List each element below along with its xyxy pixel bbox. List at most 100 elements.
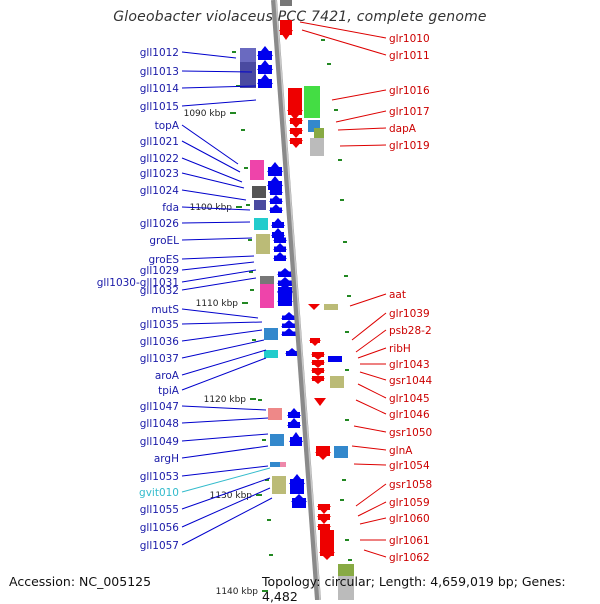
left-gene-label[interactable]: gll1029: [140, 265, 179, 277]
forward-gene-arrow: [267, 176, 283, 186]
right-gene-label[interactable]: aat: [389, 289, 406, 301]
forward-gene-arrow: [273, 252, 287, 259]
forward-gene-arrow: [273, 243, 287, 250]
ruler-label: 1120 kbp: [204, 395, 247, 405]
forward-gene-arrow: [287, 418, 301, 426]
left-gene-label[interactable]: gll1056: [140, 522, 180, 534]
accession-text: Accession: NC_005125: [9, 574, 152, 589]
reverse-gene-block: [316, 446, 330, 456]
cog-block: [280, 462, 286, 467]
reverse-gene-arrow: [315, 452, 331, 460]
reverse-gene-arrow: [314, 398, 326, 406]
left-gene-label[interactable]: gll1057: [140, 540, 179, 552]
left-leader-line: [181, 487, 271, 528]
left-gene-label[interactable]: gll1015: [140, 101, 179, 113]
left-gene-label[interactable]: gll1049: [140, 436, 179, 448]
right-gene-label[interactable]: glr1046: [389, 409, 430, 421]
left-gene-label[interactable]: gll1048: [140, 418, 179, 430]
right-gene-label[interactable]: psb28-2: [389, 325, 432, 337]
cog-block: [268, 408, 282, 420]
forward-gene-arrow: [289, 474, 305, 484]
right-leader-line: [355, 329, 387, 353]
right-gene-label[interactable]: gsr1044: [389, 375, 432, 387]
ruler-label: 1090 kbp: [184, 109, 227, 119]
left-leader-line: [181, 51, 237, 59]
left-leader-line: [181, 85, 257, 89]
reverse-gene-block: [320, 530, 334, 556]
right-leader-line: [351, 312, 387, 341]
right-leader-line: [339, 144, 387, 147]
left-gene-label[interactable]: argH: [154, 453, 179, 465]
right-gene-label[interactable]: glr1039: [389, 308, 430, 320]
right-leader-line: [363, 549, 387, 558]
right-gene-label[interactable]: glnA: [389, 445, 413, 457]
right-gene-label[interactable]: ribH: [389, 343, 411, 355]
cog-block: [256, 234, 270, 254]
left-gene-label[interactable]: aroA: [155, 370, 180, 382]
reverse-gene-arrow: [317, 516, 331, 524]
right-gene-label[interactable]: gsr1058: [389, 479, 432, 491]
right-gene-label[interactable]: glr1059: [389, 497, 430, 509]
left-leader-line: [181, 221, 251, 224]
left-gene-label[interactable]: gll1024: [140, 185, 180, 197]
label-layer: gll1012 gll1013 gll1014 gll1015 topA gll1021 g…: [97, 33, 433, 564]
right-gene-label[interactable]: glr1010: [389, 33, 430, 45]
left-gene-label[interactable]: gll1026: [140, 218, 180, 230]
forward-gene-arrow: [285, 348, 299, 354]
forward-gene-arrow: [269, 204, 283, 211]
left-leader-line: [181, 308, 259, 319]
left-leader-line: [181, 124, 239, 165]
left-gene-label[interactable]: gll1055: [140, 504, 179, 516]
forward-gene-block: [292, 498, 306, 508]
left-gene-label[interactable]: tpiA: [158, 385, 180, 397]
left-gene-label[interactable]: groES: [149, 254, 180, 266]
left-gene-label[interactable]: gll1037: [140, 353, 179, 365]
forward-gene-arrow: [291, 494, 307, 502]
forward-gene-arrow: [273, 234, 287, 241]
right-leader-line: [355, 399, 387, 415]
forward-gene-arrow: [269, 186, 283, 193]
left-gene-label[interactable]: gll1047: [140, 401, 179, 413]
reverse-gene-arrow: [311, 370, 325, 376]
right-leader-line: [337, 127, 387, 131]
right-gene-label[interactable]: glr1043: [389, 359, 430, 371]
left-gene-label[interactable]: gll1014: [140, 83, 180, 95]
left-gene-label[interactable]: groEL: [149, 235, 179, 247]
right-gene-label[interactable]: glr1054: [389, 460, 430, 472]
left-leader-line: [181, 417, 269, 424]
right-gene-label[interactable]: dapA: [389, 123, 417, 135]
left-gene-label[interactable]: gll1053: [140, 471, 179, 483]
right-gene-label[interactable]: glr1061: [389, 535, 430, 547]
right-gene-label[interactable]: glr1011: [389, 50, 430, 62]
left-gene-label[interactable]: gll1030-gll1031: [97, 277, 179, 289]
right-gene-label[interactable]: glr1019: [389, 140, 430, 152]
left-gene-label[interactable]: mutS: [151, 304, 179, 316]
right-gene-label[interactable]: gsr1050: [389, 427, 432, 439]
left-gene-label[interactable]: gvit010: [139, 487, 179, 499]
left-gene-label[interactable]: gll1021: [140, 136, 179, 148]
left-gene-label[interactable]: gll1012: [140, 47, 179, 59]
left-gene-label[interactable]: gll1013: [140, 66, 179, 78]
left-gene-label[interactable]: gll1036: [140, 336, 180, 348]
right-gene-label[interactable]: glr1062: [389, 552, 430, 564]
left-gene-label[interactable]: fda: [162, 202, 179, 214]
right-gene-label[interactable]: glr1017: [389, 106, 430, 118]
reverse-gene-arrow: [311, 378, 325, 384]
left-leader-line: [181, 445, 269, 459]
reverse-gene-arrow: [309, 340, 321, 346]
left-gene-label[interactable]: gll1032: [140, 285, 179, 297]
left-gene-label[interactable]: gll1023: [140, 168, 179, 180]
right-leader-line: [351, 445, 387, 451]
right-gene-label[interactable]: glr1060: [389, 513, 430, 525]
left-gene-label[interactable]: gll1035: [140, 319, 179, 331]
right-leader-line: [331, 89, 387, 101]
reverse-gene-arrow: [289, 120, 303, 128]
cog-block: [330, 376, 344, 388]
right-leader-line: [353, 425, 387, 433]
right-gene-label[interactable]: glr1045: [389, 393, 430, 405]
right-gene-label[interactable]: glr1016: [389, 85, 430, 97]
left-gene-label[interactable]: topA: [155, 120, 180, 132]
left-leader-line: [181, 477, 271, 510]
left-gene-label[interactable]: gll1022: [140, 153, 179, 165]
